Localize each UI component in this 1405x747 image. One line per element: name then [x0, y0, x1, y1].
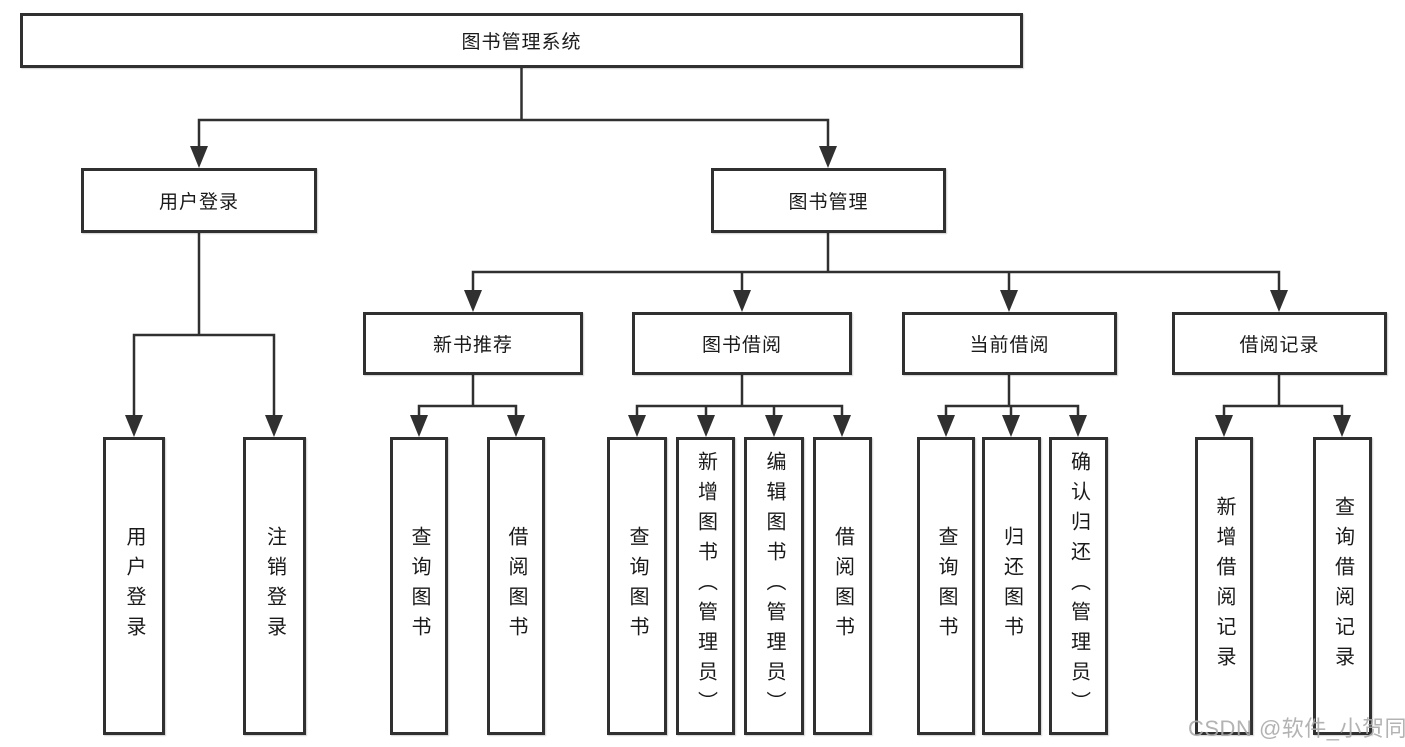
node-current-borrowing: 当前借阅: [902, 312, 1117, 375]
leaf-query-books-borrowing-label: 查询图书: [626, 526, 648, 646]
node-root-label: 图书管理系统: [461, 32, 582, 53]
leaf-borrow-books-borrowing: 借阅图书: [813, 437, 872, 735]
node-borrowing-records: 借阅记录: [1172, 312, 1387, 375]
node-borrowing-records-label: 借阅记录: [1239, 335, 1320, 356]
watermark: CSDN @软件_小贺同学: [1188, 716, 1405, 741]
leaf-edit-book-admin: 编辑图书（管理员）: [744, 437, 804, 735]
leaf-borrow-books-borrowing-label: 借阅图书: [831, 526, 854, 646]
leaf-add-book-admin: 新增图书（管理员）: [676, 437, 735, 735]
leaf-query-borrow-record-label: 查询借阅记录: [1331, 496, 1354, 676]
leaf-add-borrow-record: 新增借阅记录: [1195, 437, 1253, 735]
node-new-book-recommend: 新书推荐: [363, 312, 583, 375]
node-user-login: 用户登录: [81, 168, 317, 233]
leaf-confirm-return-admin: 确认归还（管理员）: [1049, 437, 1108, 735]
leaf-query-books-borrowing: 查询图书: [607, 437, 667, 735]
leaf-borrow-books-recommend: 借阅图书: [487, 437, 545, 735]
leaf-query-borrow-record: 查询借阅记录: [1313, 437, 1372, 735]
leaf-borrow-books-recommend-label: 借阅图书: [505, 526, 527, 646]
leaf-add-borrow-record-label: 新增借阅记录: [1213, 496, 1235, 676]
node-root: 图书管理系统: [20, 13, 1023, 68]
node-book-management: 图书管理: [711, 168, 946, 233]
leaf-query-books-recommend-label: 查询图书: [408, 526, 430, 646]
node-new-book-recommend-label: 新书推荐: [432, 335, 513, 356]
leaf-user-login: 用户登录: [103, 437, 165, 735]
node-book-borrowing: 图书借阅: [632, 312, 852, 375]
leaf-return-book: 归还图书: [982, 437, 1041, 735]
leaf-edit-book-admin-label: 编辑图书（管理员）: [763, 451, 785, 721]
leaf-logout: 注销登录: [243, 437, 306, 735]
leaf-query-books-current-label: 查询图书: [935, 526, 957, 646]
leaf-user-login-label: 用户登录: [123, 526, 145, 646]
node-current-borrowing-label: 当前借阅: [969, 335, 1050, 356]
leaf-query-books-recommend: 查询图书: [390, 437, 448, 735]
leaf-add-book-admin-label: 新增图书（管理员）: [694, 451, 717, 721]
node-user-login-label: 用户登录: [158, 192, 239, 213]
leaf-confirm-return-admin-label: 确认归还（管理员）: [1067, 451, 1090, 721]
leaf-query-books-current: 查询图书: [917, 437, 975, 735]
leaf-return-book-label: 归还图书: [1000, 526, 1023, 646]
node-book-management-label: 图书管理: [788, 192, 869, 213]
leaf-logout-label: 注销登录: [263, 526, 286, 646]
node-book-borrowing-label: 图书借阅: [701, 335, 782, 356]
